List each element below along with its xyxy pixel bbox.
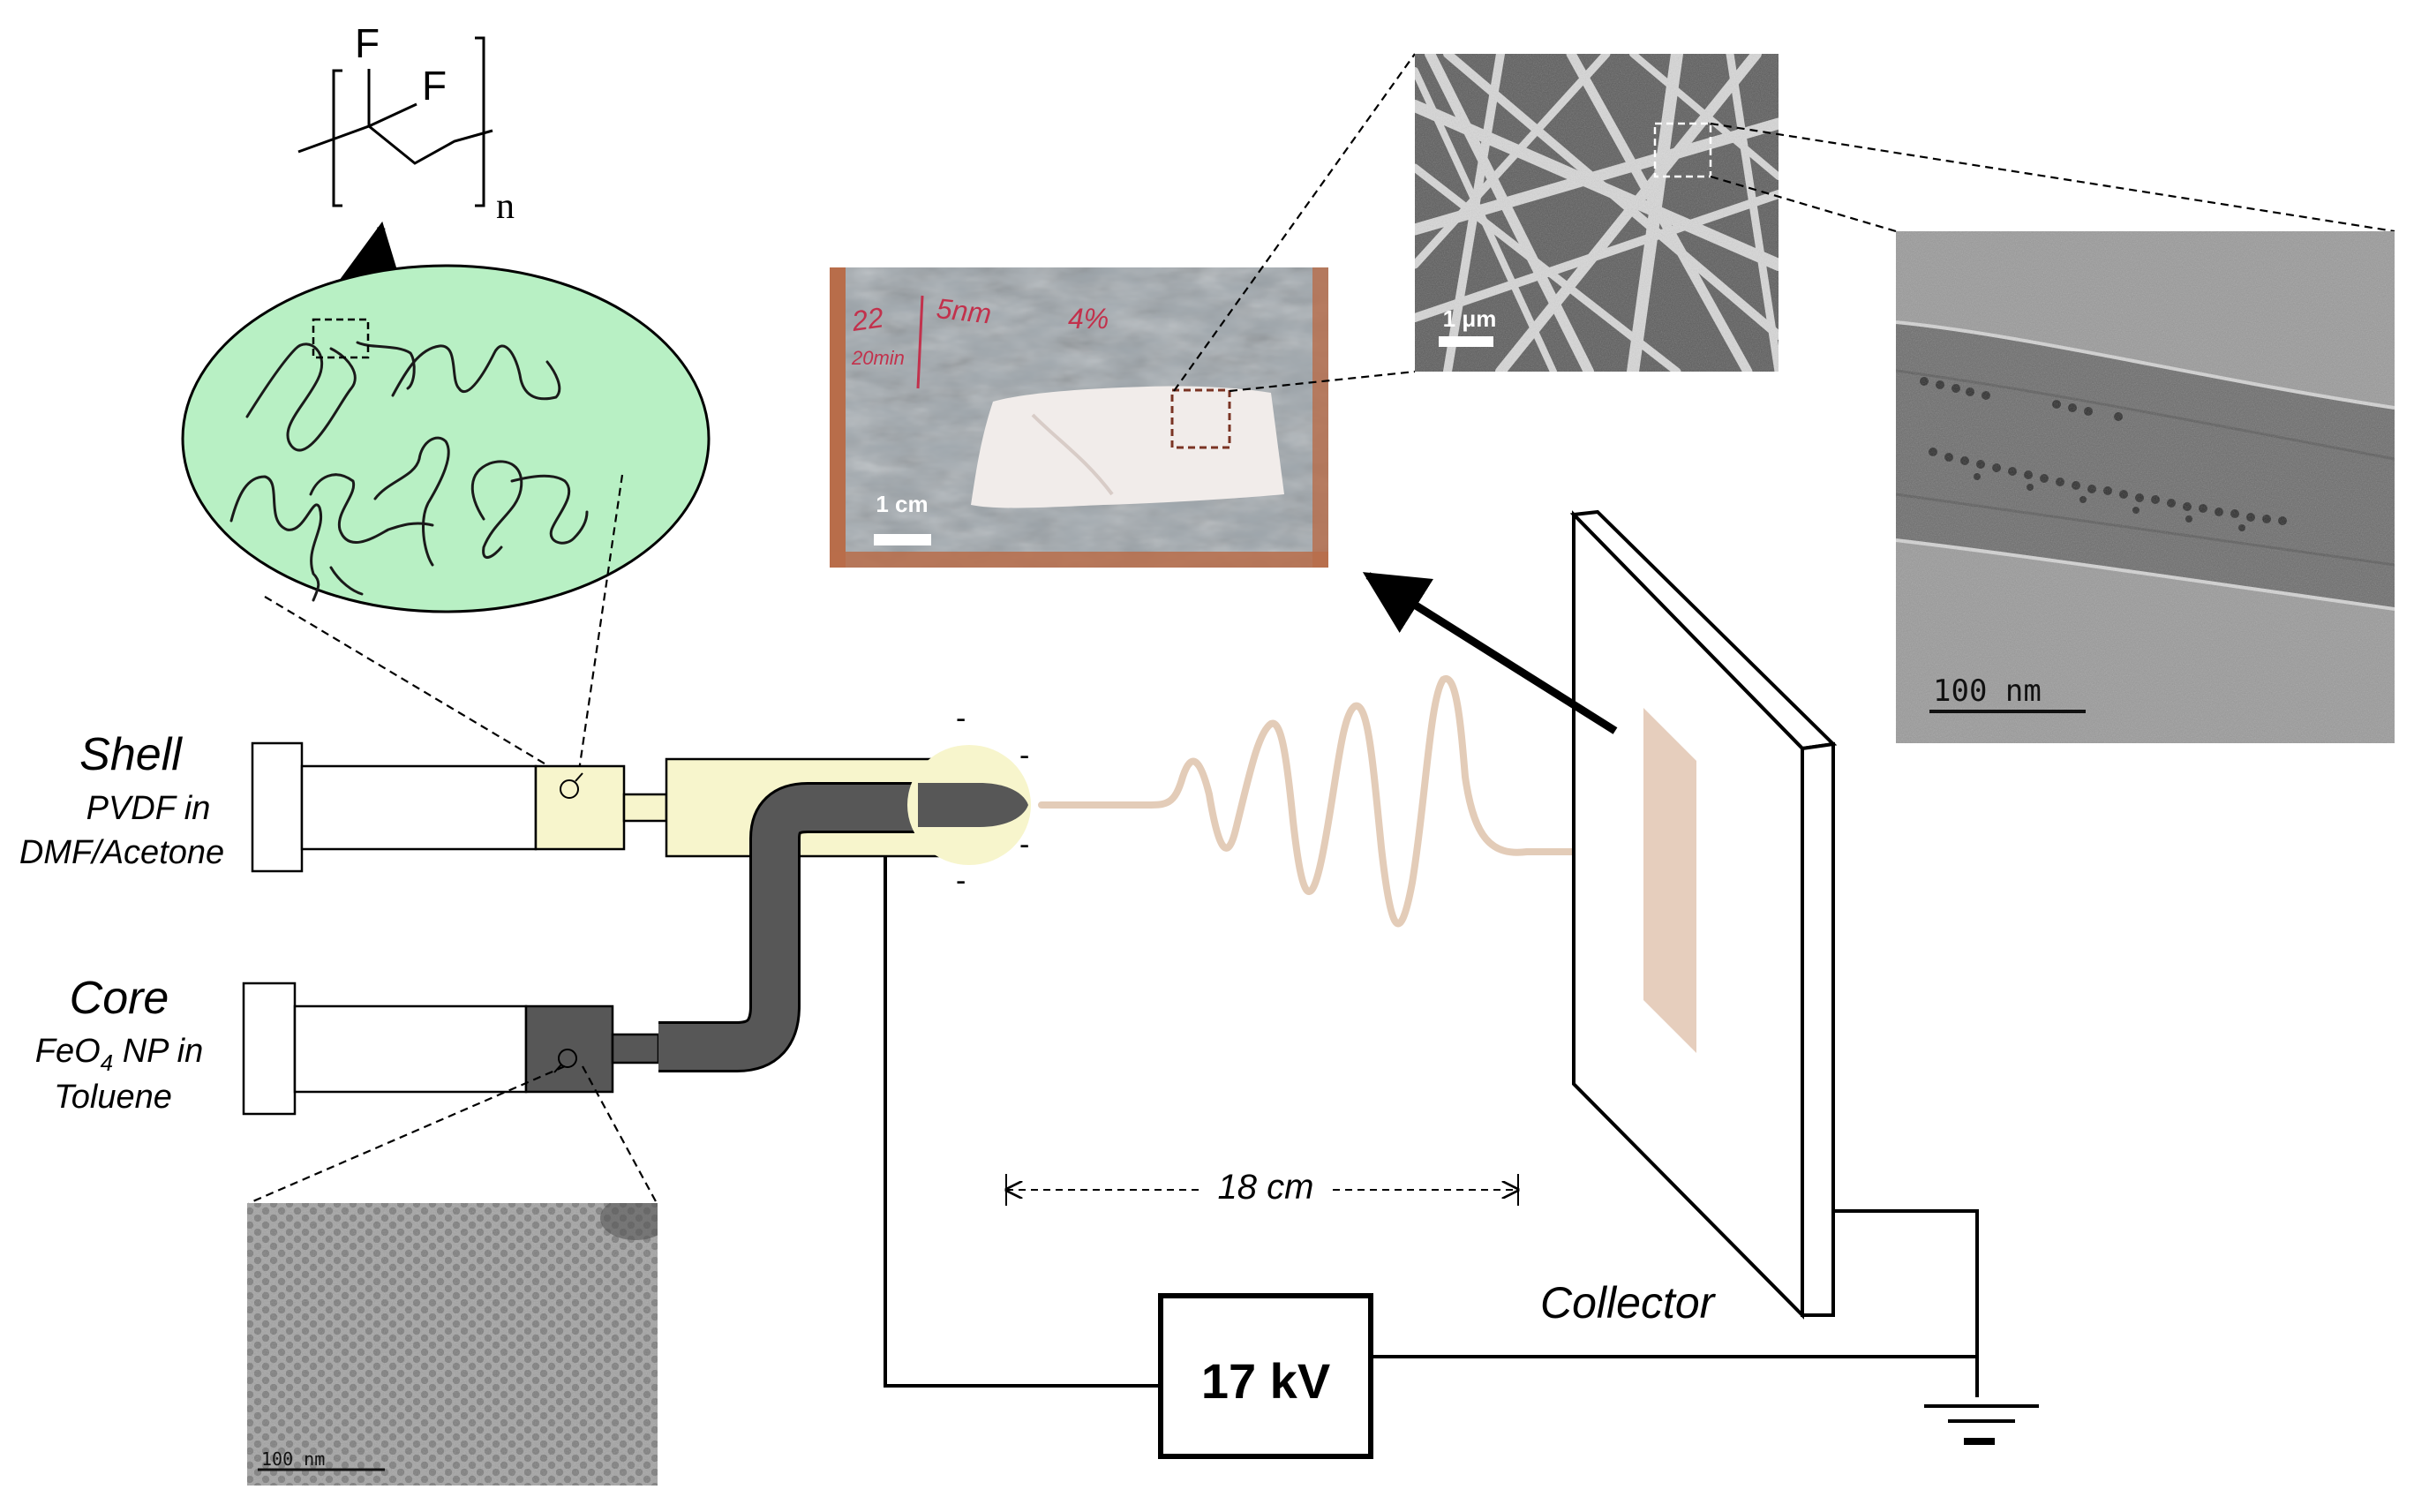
collector-label: Collector bbox=[1540, 1278, 1717, 1328]
fiber-mat-photo: 22 5nm 4% 20min 1 cm bbox=[830, 267, 1328, 568]
core-plunger-thumb bbox=[242, 982, 297, 1116]
electrospinning-jet bbox=[1038, 674, 1628, 928]
core-label: Core FeO4 NP in Toluene bbox=[35, 973, 203, 1116]
voltage-label: 17 kV bbox=[1201, 1353, 1330, 1409]
circuit-wiring bbox=[884, 856, 2039, 1445]
shell-label: Shell PVDF in DMF/Acetone bbox=[19, 729, 224, 871]
np-scale-label: 100 nm bbox=[261, 1448, 325, 1470]
photo-scale-label: 1 cm bbox=[876, 491, 928, 517]
shell-barrel-connector bbox=[622, 793, 668, 823]
sem-scale-label: 1 μm bbox=[1443, 305, 1497, 332]
charge-sign: - bbox=[956, 702, 966, 735]
coaxial-nozzle: - - - - bbox=[907, 702, 1031, 898]
pvdf-monomer-structure: F F n bbox=[297, 20, 515, 227]
shell-title: Shell bbox=[79, 729, 183, 780]
polymer-solution-zoom bbox=[181, 264, 711, 613]
shell-barrel bbox=[534, 764, 626, 851]
fluorine-atom-label: F bbox=[422, 63, 447, 109]
sem-image: 1 μm bbox=[1415, 54, 1779, 372]
core-syringe bbox=[242, 982, 660, 1116]
charge-sign: - bbox=[1019, 739, 1029, 772]
taylor-cone-core bbox=[918, 783, 1028, 827]
fiber-mat-sample bbox=[971, 386, 1284, 508]
shell-plunger-rod bbox=[300, 764, 538, 851]
svg-text:4%: 4% bbox=[1068, 303, 1109, 335]
nanoparticle-tem-image: 100 nm bbox=[247, 1203, 658, 1486]
svg-text:5nm: 5nm bbox=[935, 292, 993, 329]
shell-solution-line2: DMF/Acetone bbox=[19, 834, 224, 871]
charge-sign: - bbox=[956, 864, 966, 898]
monomer-zoom-box bbox=[312, 318, 370, 359]
core-barrel-connector bbox=[611, 1033, 660, 1064]
charge-sign: - bbox=[1019, 828, 1029, 861]
distance-indicator: 18 cm bbox=[1006, 1168, 1518, 1207]
solution-circle bbox=[181, 264, 711, 613]
tem-scale-label: 100 nm bbox=[1933, 673, 2042, 709]
repeat-unit-n: n bbox=[496, 186, 515, 227]
svg-text:20min: 20min bbox=[851, 347, 905, 369]
core-plunger-rod bbox=[293, 1004, 528, 1094]
shell-plunger-thumb bbox=[251, 741, 304, 873]
power-supply-box bbox=[1158, 1293, 1373, 1459]
tem-zoom-box bbox=[1653, 122, 1712, 178]
distance-label: 18 cm bbox=[1218, 1168, 1314, 1207]
sem-zoom-box bbox=[1170, 388, 1231, 449]
sample-arrow bbox=[1362, 572, 1618, 734]
shell-solution-line1: PVDF in bbox=[86, 790, 211, 827]
core-solution-line2: Toluene bbox=[54, 1079, 172, 1116]
core-solution-line1: FeO4 NP in bbox=[35, 1033, 203, 1076]
fluorine-atom-label: F bbox=[355, 20, 380, 66]
collected-fiber-mat bbox=[1643, 708, 1696, 1053]
core-title: Core bbox=[70, 973, 169, 1024]
fiber-tem-image: 100 nm bbox=[1896, 231, 2395, 743]
collector-plate bbox=[1569, 509, 1838, 1320]
svg-text:22: 22 bbox=[849, 301, 885, 337]
